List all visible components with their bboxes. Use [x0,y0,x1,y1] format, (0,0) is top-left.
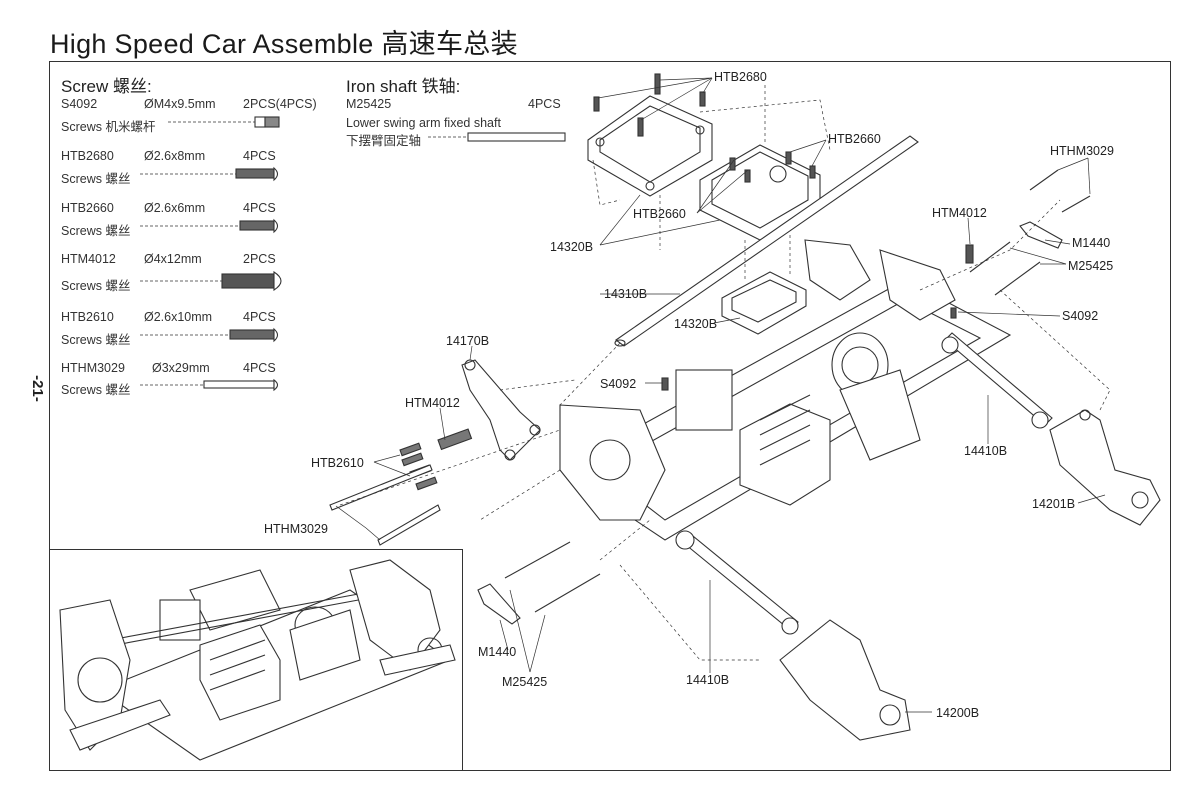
receiver-box-body [699,144,821,241]
shock-tower [461,359,541,461]
screw-list-heading: Screw 螺丝: [61,77,152,96]
shaft-desc-cn: 下摆臂固定轴 [346,134,422,148]
screw-code: HTB2660 [61,201,114,215]
screw-qty: 4PCS [243,310,276,324]
guide-lines [479,85,1111,661]
callout-htm4012: HTM4012 [405,396,460,410]
callout-14170b: 14170B [446,334,490,348]
callout-s4092: S4092 [600,377,637,391]
callout-htb2610: HTB2610 [311,456,364,470]
front-arm-left [779,619,911,741]
screw-code: HTHM3029 [61,361,125,375]
screw-spec: Ø4x12mm [144,252,202,266]
screw-code: HTB2680 [61,149,114,163]
lower-box [721,271,807,335]
screw-desc: Screws 螺丝 [61,279,131,293]
assembled-view-inset [49,549,463,771]
screw-qty: 2PCS(4PCS) [243,97,317,111]
screw-spec: ØM4x9.5mm [144,97,216,111]
hthm3029-right [1029,169,1091,213]
callout-14201b: 14201B [1032,497,1076,511]
callout-hthm3029: HTHM3029 [1050,144,1114,158]
callout-14410b: 14410B [964,444,1008,458]
callout-m25425: M25425 [1068,259,1114,273]
callout-s4092: S4092 [1062,309,1099,323]
screw-desc: Screws 螺丝 [61,224,131,238]
callout-14320b: 14320B [674,317,718,331]
callout-htb2660: HTB2660 [828,132,881,146]
screw-qty: 4PCS [243,361,276,375]
screw-desc: Screws 螺丝 [61,172,131,186]
cover-screws [593,73,974,391]
screw-spec: Ø3x29mm [152,361,210,375]
screw-qty: 4PCS [243,201,276,215]
rear-arm-right [1049,409,1161,526]
callout-14320b: 14320B [550,240,594,254]
receiver-box-cover [587,95,713,197]
screw-code: HTB2610 [61,310,114,324]
driveshaft-left [675,530,799,635]
page-title: High Speed Car Assemble 高速车总装 [50,29,518,59]
callout-14410b: 14410B [686,673,730,687]
center-shaft [614,135,919,347]
callout-htm4012: HTM4012 [932,206,987,220]
callout-14200b: 14200B [936,706,980,720]
screw-thumbnails [140,116,566,392]
chassis [558,239,1012,541]
screw-desc: Screws 螺丝 [61,333,131,347]
screw-spec: Ø2.6x10mm [144,310,213,324]
diagram-frame [49,61,1171,771]
callout-m1440: M1440 [478,645,517,659]
driveshaft-right [941,332,1053,429]
m1440-plates [477,221,1063,625]
callout-htb2660: HTB2660 [633,207,686,221]
callout-hthm3029: HTHM3029 [264,522,328,536]
leader-lines [335,77,1106,713]
screw-code: HTM4012 [61,252,116,266]
tower-screws [329,428,561,546]
callout-14310b: 14310B [604,287,648,301]
shaft-desc-en: Lower swing arm fixed shaft [346,116,501,130]
screw-spec: Ø2.6x8mm [144,149,206,163]
callout-htb2680: HTB2680 [714,70,767,84]
screw-desc: Screws 螺丝 [61,383,131,397]
m25425-shafts [504,241,1041,613]
screw-qty: 2PCS [243,252,276,266]
screw-desc: Screws 机米螺杆 [61,120,156,134]
shaft-code: M25425 [346,97,392,111]
callout-m25425: M25425 [502,675,548,689]
shaft-list-heading: Iron shaft 铁轴: [346,77,461,96]
assembled-car-drawing [59,559,456,761]
screw-qty: 4PCS [243,149,276,163]
screw-code: S4092 [61,97,98,111]
shaft-qty: 4PCS [528,97,561,111]
callout-m1440: M1440 [1072,236,1111,250]
screw-spec: Ø2.6x6mm [144,201,206,215]
